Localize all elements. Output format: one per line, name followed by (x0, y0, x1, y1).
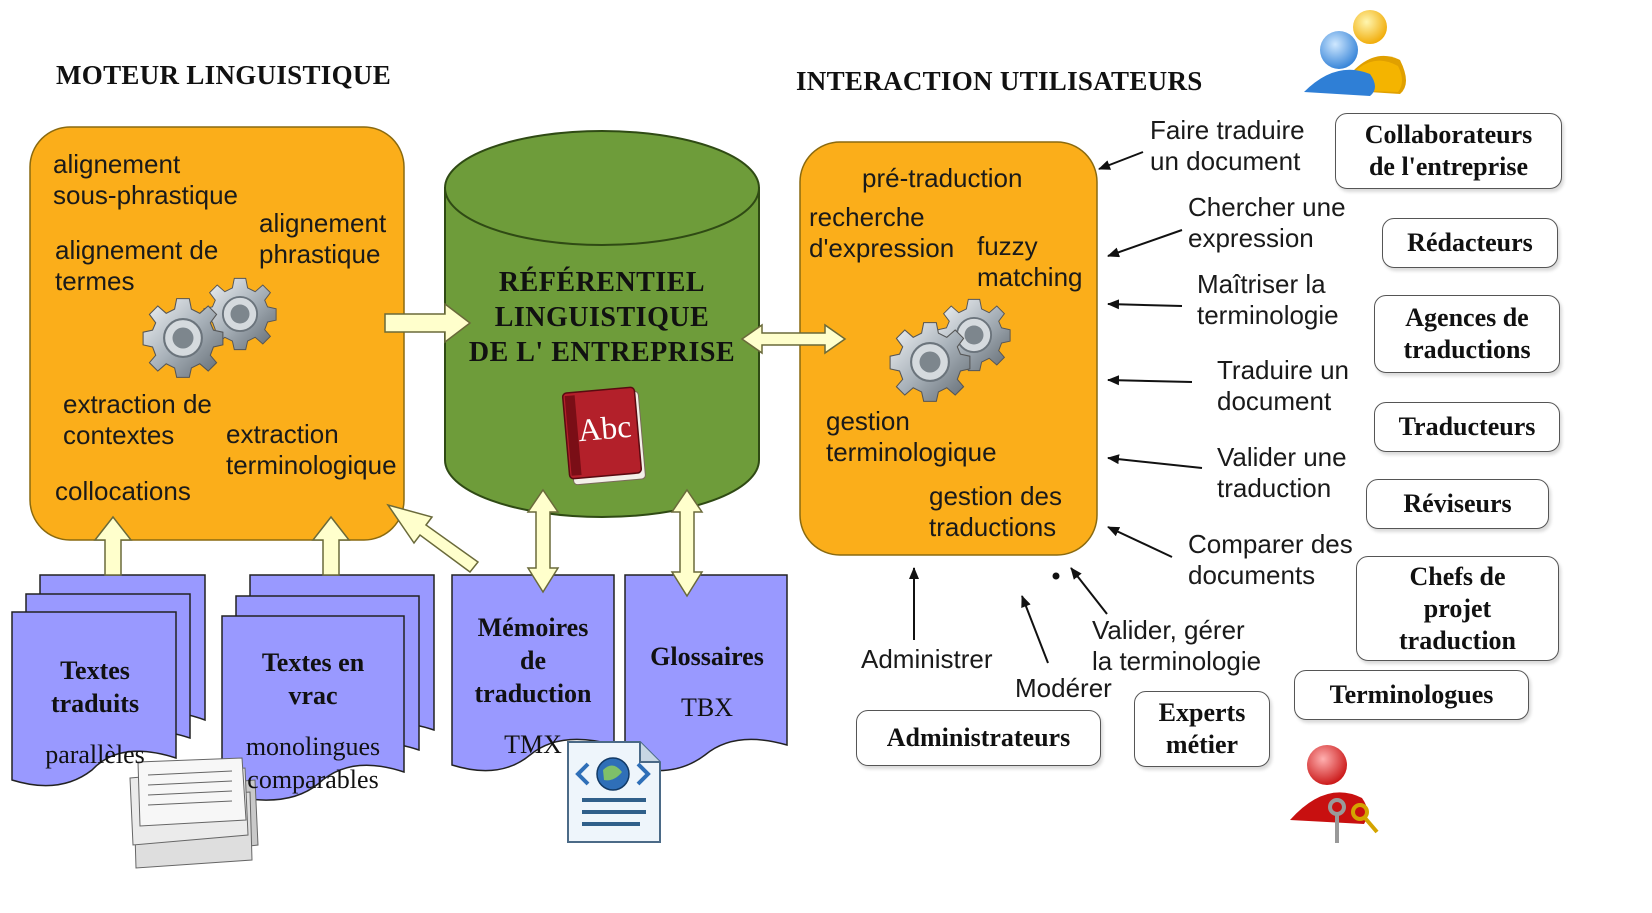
role-collaborateurs: Collaborateurs de l'entreprise (1335, 113, 1562, 189)
action-comparer: Comparer des documents (1188, 529, 1353, 590)
flow-arrows (93, 302, 847, 598)
role-reviseurs: Réviseurs (1366, 479, 1549, 529)
role-administrateurs: Administrateurs (856, 710, 1101, 766)
arrow-engine-repository (384, 302, 472, 344)
interaction-item-term-mgmt: gestion terminologique (826, 406, 997, 467)
newspapers-icon (129, 757, 259, 869)
action-administrer: Administrer (861, 644, 993, 674)
role-redacteurs: Rédacteurs (1382, 218, 1558, 268)
arrow-chercher (1107, 229, 1183, 258)
action-faire: Faire traduire un document (1150, 115, 1305, 176)
action-traduire: Traduire un document (1217, 355, 1349, 416)
role-experts-metier: Experts métier (1134, 691, 1270, 767)
memories-label: Mémoires de traduction TMX (474, 613, 592, 759)
bulk-texts-stack (221, 574, 435, 801)
arrow-faire (1098, 151, 1144, 170)
action-chercher: Chercher une expression (1188, 192, 1346, 253)
arrow-maitriser (1107, 299, 1183, 310)
repository-cylinder (444, 130, 760, 518)
translated-texts-label: Textes traduits parallèles (45, 656, 145, 769)
engine-item-align-sentence: alignement phrastique (259, 208, 387, 269)
bulk-texts-label: Textes en vrac monolingues comparables (245, 648, 381, 794)
engine-item-context: extraction de contextes (63, 389, 212, 450)
arrow-traduire (1107, 375, 1193, 386)
action-maitriser: Maîtriser la terminologie (1197, 269, 1339, 330)
arrow-repository-memories (526, 488, 560, 594)
role-chefs-projet: Chefs de projet traduction (1356, 556, 1559, 661)
interaction-item-pretranslation: pré-traduction (862, 163, 1023, 193)
arrow-translated-engine (93, 515, 133, 576)
glossaries-label: Glossaires TBX (650, 642, 764, 722)
interaction-header: INTERACTION UTILISATEURS (796, 66, 1203, 96)
arrow-repository-glossaries (670, 488, 704, 598)
role-terminologues: Terminologues (1294, 670, 1529, 720)
engine-header: MOTEUR LINGUISTIQUE (56, 60, 392, 90)
users-icon (1304, 10, 1406, 96)
xml-document-icon (567, 741, 661, 843)
admin-user-key-icon (1290, 745, 1379, 843)
engine-item-collocations: collocations (55, 476, 191, 506)
engine-item-term-extract: extraction terminologique (226, 419, 397, 480)
interaction-item-trans-mgmt: gestion des traductions (929, 481, 1062, 542)
action-valider-terminologie: Valider, gérer la terminologie (1092, 615, 1262, 676)
arrow-valider-term (1070, 567, 1108, 615)
role-agences: Agences de traductions (1374, 295, 1560, 373)
interaction-item-search: recherche d'expression (809, 202, 955, 263)
book-label: Abc (576, 407, 633, 449)
translated-texts-stack (11, 574, 206, 787)
arrow-memories-engine (386, 503, 480, 574)
interaction-item-fuzzy: fuzzy matching (977, 231, 1083, 292)
action-moderer: Modérer (1015, 673, 1112, 703)
engine-item-align-terms: alignement de termes (55, 235, 219, 296)
arrow-repository-interaction (740, 323, 847, 355)
action-arrows (909, 151, 1203, 664)
book-icon (561, 386, 646, 486)
arrow-moderer (1021, 595, 1049, 664)
arrow-comparer (1107, 526, 1173, 558)
engine-item-align-sub: alignement sous-phrastique (53, 149, 238, 210)
arrow-valider-trad (1107, 454, 1203, 469)
role-traducteurs: Traducteurs (1374, 402, 1560, 452)
arrow-bulk-engine (311, 515, 351, 576)
action-valider-traduction: Valider une traduction (1217, 442, 1347, 503)
repository-title: RÉFÉRENTIEL LINGUISTIQUE DE L' ENTREPRIS… (468, 267, 736, 368)
